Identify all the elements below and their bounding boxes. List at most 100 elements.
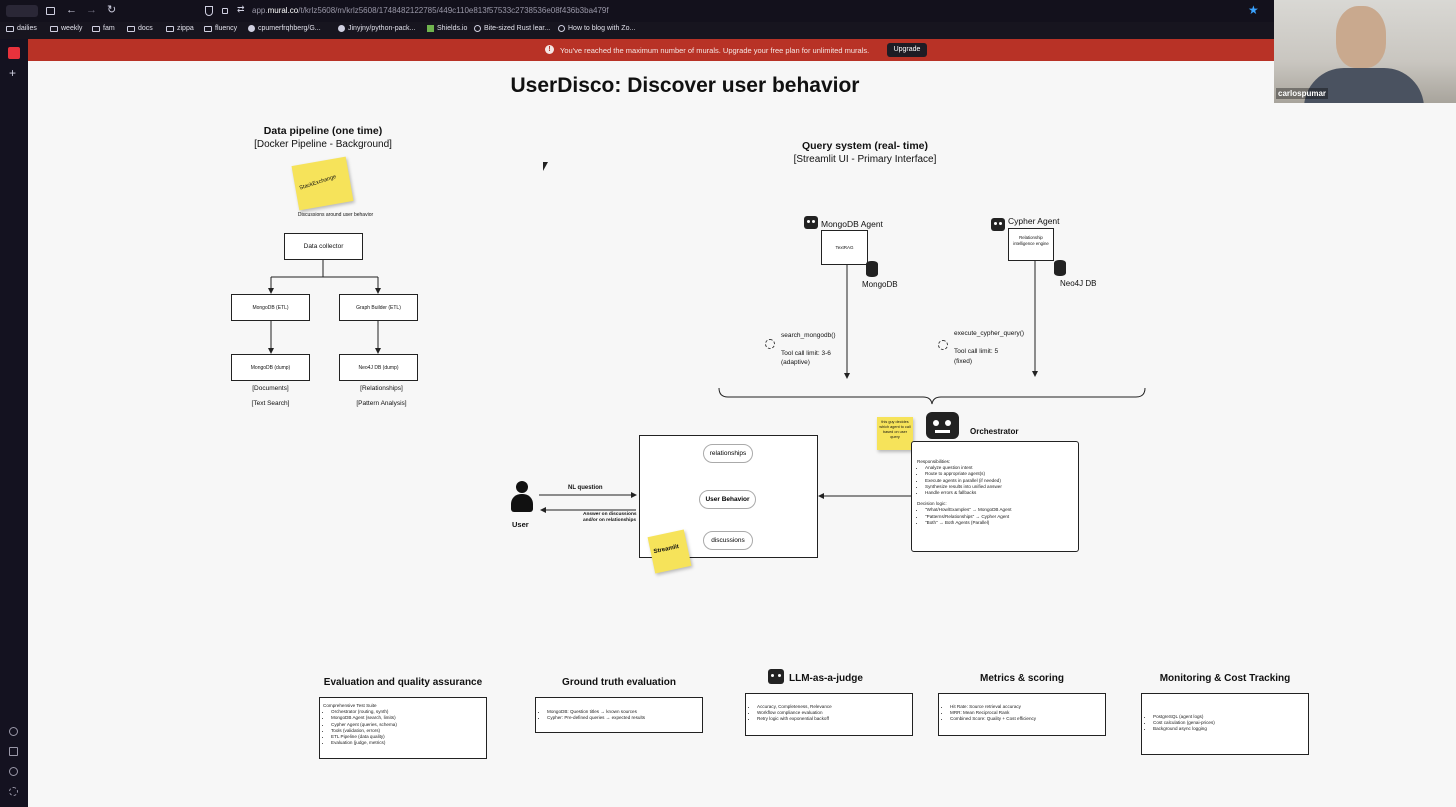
clock-icon[interactable] bbox=[9, 767, 18, 776]
globe-icon bbox=[474, 25, 481, 32]
llm-judge-list: Accuracy, Completeness, Relevance Workfl… bbox=[749, 704, 832, 723]
orchestrator-note-sticky[interactable]: this guy decides which agent to call bas… bbox=[877, 417, 913, 450]
textrag-label: TextRAG bbox=[835, 245, 854, 250]
bookmark-zola[interactable]: How to blog with Zo... bbox=[558, 25, 635, 32]
back-arrow-icon[interactable]: ← bbox=[66, 4, 77, 16]
eval-card[interactable]: Comprehensive Test Suite Orchestrator (r… bbox=[319, 697, 487, 759]
tool2-note: (fixed) bbox=[954, 358, 973, 365]
url-prefix: app. bbox=[252, 6, 268, 15]
bookmark-star-icon[interactable]: ★ bbox=[1248, 3, 1259, 17]
stackexchange-sticky[interactable]: StackExchange bbox=[291, 156, 354, 211]
mongo-dump-label: MongoDB (dump) bbox=[250, 365, 291, 371]
list-item: Analyze question intent bbox=[925, 465, 1012, 471]
graph-builder-label: Graph Builder (ETL) bbox=[356, 305, 401, 311]
bookmark-shields[interactable]: Shields.io bbox=[427, 25, 467, 32]
sticky-text: StackExchange bbox=[298, 174, 338, 192]
bookmark-github-1[interactable]: cpumerfrqhberg/G... bbox=[248, 25, 321, 32]
relationship-engine-label: Relationship intelligence engine bbox=[1013, 235, 1049, 246]
textrag-box[interactable]: TextRAG bbox=[821, 230, 868, 265]
bookmark-rust[interactable]: Bite-sized Rust lear... bbox=[474, 25, 550, 32]
metrics-list: Hit Rate: Source retrieval accuracy MRR:… bbox=[942, 704, 1036, 723]
device-icon[interactable] bbox=[9, 747, 18, 756]
list-item: "Both" → Both Agents (Parallel) bbox=[925, 520, 1012, 526]
orchestrator-title: Orchestrator bbox=[970, 427, 1019, 436]
add-icon[interactable]: + bbox=[9, 66, 17, 80]
bookmark-label: cpumerfrqhberg/G... bbox=[258, 25, 321, 32]
eval-intro: Comprehensive Test Suite bbox=[323, 703, 377, 708]
neo4j-dump-box[interactable]: Neo4J DB (dump) bbox=[339, 354, 418, 381]
relationship-engine-box[interactable]: Relationship intelligence engine bbox=[1008, 228, 1054, 261]
discussions-pill[interactable]: discussions bbox=[703, 531, 753, 550]
bookmark-zippa[interactable]: zippa bbox=[166, 25, 194, 32]
bookmark-label: dailies bbox=[17, 25, 37, 32]
data-collector-box[interactable]: Data collector bbox=[284, 233, 363, 260]
bookmark-label: fluency bbox=[215, 25, 238, 32]
globe-icon bbox=[558, 25, 565, 32]
mural-title: UserDisco: Discover user behavior bbox=[510, 74, 860, 97]
responsibilities-list: Analyze question intent Route to appropr… bbox=[925, 465, 1012, 496]
neo-label-1: [Relationships] bbox=[360, 385, 403, 392]
ground-truth-list: MongoDB: Question titles → known sources… bbox=[539, 709, 645, 721]
tool-gear-icon bbox=[765, 339, 775, 349]
mural-canvas[interactable]: UserDisco: Discover user behavior Data p… bbox=[28, 61, 1456, 807]
folder-icon bbox=[127, 25, 135, 32]
streamlit-sticky[interactable]: Streamlit bbox=[647, 529, 692, 574]
ground-truth-title: Ground truth evaluation bbox=[562, 677, 676, 688]
list-item: MongoDB Agent (search, limits) bbox=[331, 715, 397, 721]
mouse-cursor-icon bbox=[543, 162, 548, 171]
folder-icon bbox=[6, 25, 14, 32]
orchestrator-card[interactable]: Responsibilities: Analyze question inten… bbox=[911, 441, 1079, 552]
sidebar-toggle-icon[interactable] bbox=[46, 7, 55, 15]
bookmark-weekly[interactable]: weekly bbox=[50, 25, 82, 32]
participant-name: carlospumar bbox=[1276, 88, 1329, 99]
metrics-card[interactable]: Hit Rate: Source retrieval accuracy MRR:… bbox=[938, 693, 1106, 736]
bookmark-github-2[interactable]: Jinyjny/python-pack... bbox=[338, 25, 415, 32]
list-item: PostgreSQL (agent logs) bbox=[1153, 714, 1215, 720]
bookmark-dailies[interactable]: dailies bbox=[6, 25, 37, 32]
reload-icon[interactable]: ↻ bbox=[107, 4, 117, 16]
data-collector-label: Data collector bbox=[303, 243, 344, 250]
mongo-etl-box[interactable]: MongoDB (ETL) bbox=[231, 294, 310, 321]
llm-judge-card[interactable]: Accuracy, Completeness, Relevance Workfl… bbox=[745, 693, 913, 736]
mongo-etl-label: MongoDB (ETL) bbox=[252, 305, 289, 311]
monitoring-items: PostgreSQL (agent logs) Cost calculation… bbox=[1153, 714, 1215, 733]
list-item: "What/How/Examples" → MongoDB Agent bbox=[925, 507, 1012, 513]
tool1-name: search_mongodb() bbox=[781, 332, 836, 339]
mongo-dump-box[interactable]: MongoDB (dump) bbox=[231, 354, 310, 381]
site-settings-icon[interactable]: ⇄ bbox=[237, 4, 245, 14]
eval-list: Comprehensive Test Suite Orchestrator (r… bbox=[323, 703, 397, 746]
url-path: /t/krlz5608/m/krlz5608/1748482122785/449… bbox=[298, 6, 609, 15]
warning-icon: ! bbox=[545, 45, 554, 54]
bookmark-fam[interactable]: fam bbox=[92, 25, 115, 32]
bookmark-label: docs bbox=[138, 25, 153, 32]
bookmark-label: Bite-sized Rust lear... bbox=[484, 25, 551, 32]
graph-builder-box[interactable]: Graph Builder (ETL) bbox=[339, 294, 418, 321]
bookmark-label: zippa bbox=[177, 25, 194, 32]
robot-icon bbox=[991, 218, 1005, 231]
bookmark-fluency[interactable]: fluency bbox=[204, 25, 237, 32]
ground-truth-items: MongoDB: Question titles → known sources… bbox=[547, 709, 645, 721]
shield-icon[interactable] bbox=[205, 6, 213, 16]
tab-pill[interactable] bbox=[6, 5, 38, 17]
list-item: Background async logging bbox=[1153, 726, 1215, 732]
list-item: Cypher Agent (queries, schema) bbox=[331, 722, 397, 728]
relationships-pill[interactable]: relationships bbox=[703, 444, 753, 463]
neo4j-db-label: Neo4J DB bbox=[1060, 279, 1097, 288]
lock-icon bbox=[222, 8, 228, 14]
eval-items: Orchestrator (routing, synth) MongoDB Ag… bbox=[331, 709, 397, 746]
metrics-items: Hit Rate: Source retrieval accuracy MRR:… bbox=[950, 704, 1036, 723]
ground-truth-card[interactable]: MongoDB: Question titles → known sources… bbox=[535, 697, 703, 733]
bookmark-docs[interactable]: docs bbox=[127, 25, 153, 32]
mural-logo-icon[interactable] bbox=[8, 47, 20, 59]
user-icon bbox=[511, 481, 533, 513]
settings-icon[interactable] bbox=[9, 727, 18, 736]
upgrade-button[interactable]: Upgrade bbox=[887, 43, 927, 57]
llm-judge-items: Accuracy, Completeness, Relevance Workfl… bbox=[757, 704, 832, 723]
tool1-note: (adaptive) bbox=[781, 359, 810, 366]
monitoring-card[interactable]: PostgreSQL (agent logs) Cost calculation… bbox=[1141, 693, 1309, 755]
address-bar[interactable]: app.mural.co/t/krlz5608/m/krlz5608/17484… bbox=[252, 6, 609, 15]
forward-arrow-icon[interactable]: → bbox=[86, 4, 97, 16]
gear-icon[interactable] bbox=[9, 787, 18, 796]
bookmark-label: Shields.io bbox=[437, 25, 468, 32]
user-behavior-pill[interactable]: User Behavior bbox=[699, 490, 756, 509]
